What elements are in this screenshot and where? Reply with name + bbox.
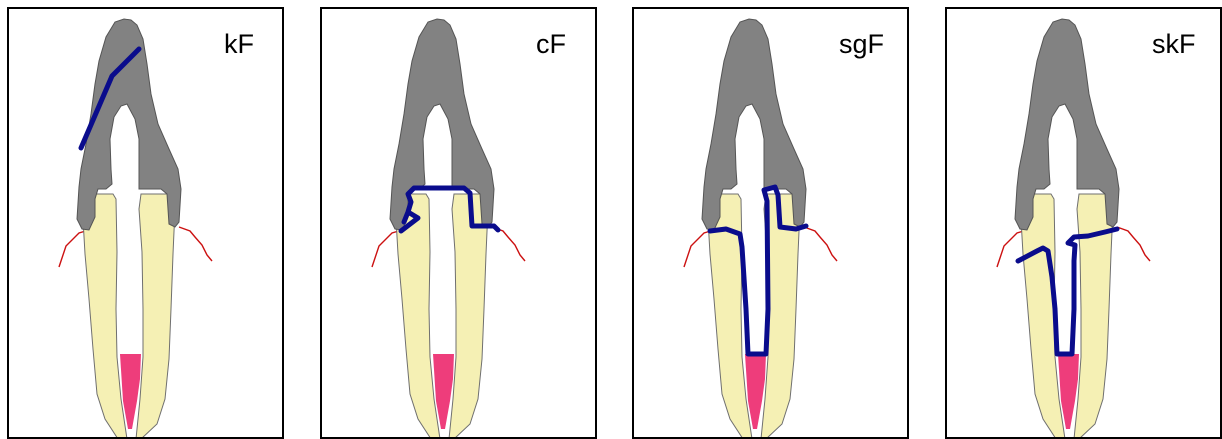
tooth-illustration — [9, 9, 284, 439]
tooth — [59, 19, 212, 439]
panel-sgf: sgF — [632, 7, 909, 439]
tooth-illustration — [322, 9, 597, 439]
tooth-illustration — [947, 9, 1222, 439]
panel-label: skF — [1152, 31, 1196, 58]
panel-label: sgF — [839, 31, 884, 58]
tooth-illustration — [634, 9, 909, 439]
tooth — [997, 19, 1150, 439]
panel-kf: kF — [7, 7, 284, 439]
panel-label: kF — [224, 31, 254, 58]
panel-skf: skF — [945, 7, 1222, 439]
panel-cf: cF — [320, 7, 597, 439]
panel-label: cF — [536, 31, 566, 58]
tooth — [372, 19, 525, 439]
tooth — [684, 19, 837, 439]
